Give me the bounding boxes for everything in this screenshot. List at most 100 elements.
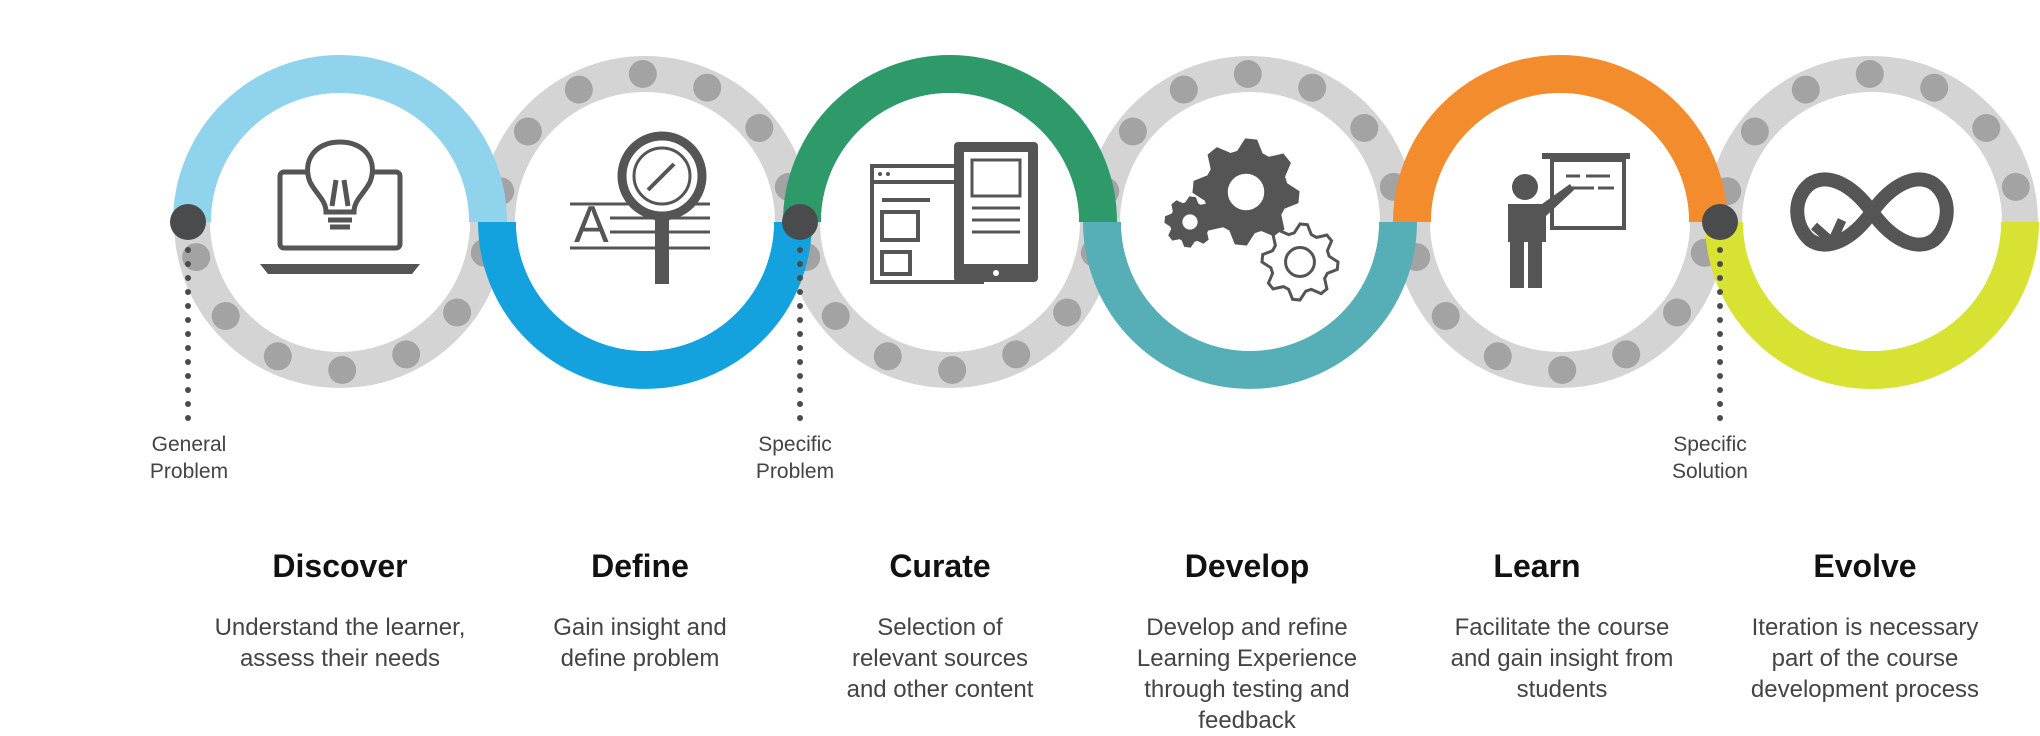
define-arc — [478, 221, 812, 389]
ring-bead — [1612, 340, 1641, 369]
ring-bead — [873, 342, 902, 371]
learn-arc — [1393, 55, 1727, 223]
stage-desc-line: Selection of — [877, 614, 1003, 641]
marker-leader-dot — [1717, 303, 1723, 309]
stage-desc-line: and gain insight from — [1450, 645, 1674, 672]
stage-desc-line: development process — [1750, 676, 1980, 703]
large-gear-icon-hub — [1224, 170, 1268, 214]
stage-desc-line: and other content — [846, 676, 1034, 703]
marker-leader-dot — [797, 401, 803, 407]
marker-leader-dot — [1717, 373, 1723, 379]
evolve-arc — [1705, 221, 2039, 389]
marker-leader-dot — [185, 261, 191, 267]
ring-chain — [170, 55, 2039, 421]
ring-bead — [1791, 75, 1820, 104]
discover-arc — [173, 55, 507, 223]
ring-bead — [1002, 340, 1031, 369]
ring-bead — [628, 60, 657, 88]
ring-bead — [1169, 75, 1198, 104]
marker-leader-dot — [797, 289, 803, 295]
marker-leader-dot — [797, 387, 803, 393]
outline-gear-icon-hub — [1284, 246, 1316, 278]
ring-bead — [1740, 117, 1769, 146]
marker-leader-dot — [185, 331, 191, 337]
stage-title-define: Define — [591, 548, 689, 584]
marker-leader-dot — [185, 275, 191, 281]
marker-leader-dot — [1717, 247, 1723, 253]
marker-leader-dot — [1717, 401, 1723, 407]
stage-desc-line: Develop and refine — [1146, 614, 1348, 641]
marker-label-line: Specific — [758, 433, 832, 456]
marker-leader-dot — [185, 359, 191, 365]
marker-leader-dot — [1717, 415, 1723, 421]
marker-leader-dot — [1717, 261, 1723, 267]
infinity-loop-icon — [1790, 172, 1954, 252]
marker-label-general-problem: General Problem — [119, 431, 259, 485]
stage-desc-curate: Selection of relevant sources and other … — [790, 612, 1090, 705]
ring-bead — [1920, 73, 1949, 102]
marker-leader-dot — [1717, 289, 1723, 295]
marker-leader-dot — [185, 345, 191, 351]
develop-arc — [1083, 221, 1417, 389]
marker-leader-dot — [797, 317, 803, 323]
ring-bead — [328, 356, 357, 384]
ring-bead — [182, 243, 211, 272]
ring-bead — [564, 75, 593, 104]
stage-desc-line: Gain insight and — [553, 614, 727, 641]
marker-dot-specific-solution — [1702, 204, 1738, 240]
magnifier-text-icon: A — [570, 131, 710, 284]
ring-bead — [821, 302, 850, 330]
svg-text:A: A — [574, 196, 609, 254]
marker-leader-dot — [185, 373, 191, 379]
laptop-lightbulb-icon — [260, 139, 420, 274]
ring-bead — [1483, 342, 1512, 371]
marker-leader-dot — [185, 387, 191, 393]
presenter-board-icon — [1508, 153, 1630, 288]
stage-desc-discover: Understand the learner, assess their nee… — [190, 612, 490, 674]
ring-bead — [513, 117, 542, 146]
ring-bead — [745, 114, 774, 142]
ring-bead — [1053, 298, 1082, 327]
stage-title-discover: Discover — [272, 548, 408, 584]
curate-arc — [783, 55, 1117, 223]
marker-leader-dot — [185, 289, 191, 295]
stage-desc-line: Understand the learner, — [214, 614, 466, 641]
stage-desc-line: Iteration is necessary — [1751, 614, 1979, 641]
marker-label-line: Problem — [149, 460, 229, 483]
ring-bead — [443, 298, 472, 327]
marker-leader-dot — [1717, 345, 1723, 351]
ring-bead — [693, 73, 722, 102]
marker-label-line: Solution — [1672, 460, 1748, 483]
stage-title-develop: Develop — [1184, 548, 1310, 584]
marker-leader-dot — [185, 247, 191, 253]
ring-bead — [2001, 172, 2030, 201]
marker-leader-dot — [797, 247, 803, 253]
marker-leader-dot — [797, 373, 803, 379]
marker-leader-dot — [797, 261, 803, 267]
ring-bead — [1663, 298, 1692, 327]
marker-label-line: Problem — [755, 460, 835, 483]
marker-leader-dot — [797, 359, 803, 365]
gears-icon — [1164, 138, 1340, 302]
stage-title-curate: Curate — [889, 548, 991, 584]
ring-bead — [1855, 60, 1884, 88]
marker-label-specific-problem: Specific Problem — [725, 431, 865, 485]
ring-bead — [211, 302, 240, 330]
ring-bead — [263, 342, 292, 371]
ring-bead — [1118, 117, 1147, 146]
stage-desc-evolve: Iteration is necessary part of the cours… — [1715, 612, 2015, 705]
stage-desc-line: Facilitate the course — [1454, 614, 1670, 641]
marker-dot-specific-problem — [782, 204, 818, 240]
stage-desc-line: relevant sources — [851, 645, 1029, 672]
ring-bead — [1350, 114, 1379, 142]
stage-desc-define: Gain insight and define problem — [490, 612, 790, 674]
web-tablet-content-icon — [870, 142, 1038, 284]
marker-leader-dot — [797, 303, 803, 309]
stage-desc-line: define problem — [560, 645, 720, 672]
stage-desc-line: assess their needs — [239, 645, 441, 672]
stage-desc-line: through testing and — [1144, 676, 1350, 703]
marker-dot-general-problem — [170, 204, 206, 240]
ring-bead — [1431, 302, 1460, 330]
marker-label-line: General — [151, 433, 227, 456]
